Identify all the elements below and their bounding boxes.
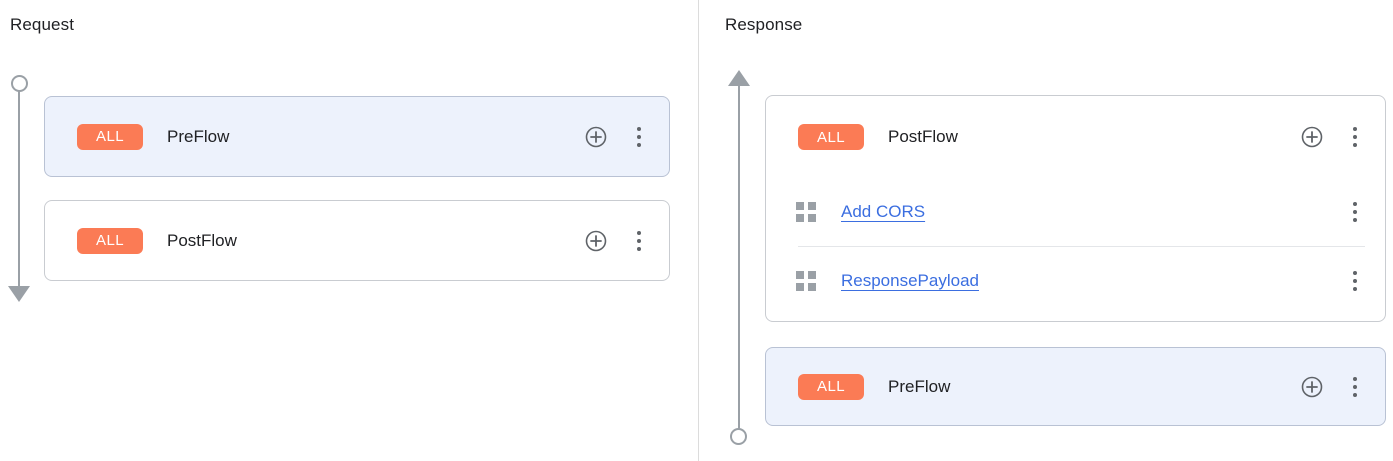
kebab-dot [1353,384,1357,389]
response-panel: Response ALL PostFlow [699,0,1393,461]
grid-square [796,214,804,222]
arrow-up-icon [728,70,750,86]
kebab-dot [1353,127,1357,131]
arrow-down-icon [8,286,30,302]
flow-header-row[interactable]: ALL PreFlow [766,348,1385,425]
flow-card-request-preflow[interactable]: ALL PreFlow [44,96,670,177]
kebab-dot [1353,143,1357,147]
status-badge: ALL [77,123,143,150]
flow-card-response-preflow[interactable]: ALL PreFlow [765,347,1386,426]
rail-line [18,90,20,290]
kebab-dot [1353,210,1357,214]
more-vert-icon[interactable] [1345,126,1365,148]
flow-header-row[interactable]: ALL PostFlow [45,201,669,280]
grid-square [808,214,816,222]
grid-square [796,271,804,279]
kebab-dot [1353,218,1357,222]
kebab-dot [637,142,641,147]
kebab-dot [1353,287,1357,291]
policy-link-add-cors[interactable]: Add CORS [841,202,926,221]
kebab-dot [637,126,641,131]
flow-header-row[interactable]: ALL PreFlow [45,97,669,176]
response-panel-title: Response [725,15,803,34]
rail-line [738,84,740,430]
kebab-dot [1353,376,1357,381]
request-panel: Request ALL PreFlow [8,15,670,302]
policy-row[interactable]: ResponsePayload [766,247,1385,315]
plus-circle-icon[interactable] [1301,126,1323,148]
kebab-dot [1353,279,1357,283]
plus-circle-icon[interactable] [585,126,607,148]
flow-card-response-postflow[interactable]: ALL PostFlow [765,95,1386,322]
flow-card-request-postflow[interactable]: ALL PostFlow [44,200,670,281]
flow-name-label: PostFlow [167,230,237,250]
grid-drag-handle-icon[interactable] [796,271,816,291]
kebab-dot [637,134,641,139]
kebab-dot [637,238,641,243]
kebab-dot [1353,392,1357,397]
plus-circle-icon[interactable] [1301,376,1323,398]
grid-drag-handle-icon[interactable] [796,202,816,222]
status-badge: ALL [77,227,143,254]
grid-square [796,283,804,291]
flow-header-row[interactable]: ALL PostFlow [766,96,1385,178]
more-vert-icon[interactable] [629,126,649,148]
flow-name-label: PreFlow [888,376,951,396]
row-divider [798,246,1365,247]
grid-square [796,202,804,210]
more-vert-icon[interactable] [629,230,649,252]
more-vert-icon[interactable] [1345,201,1365,223]
kebab-dot [1353,271,1357,275]
more-vert-icon[interactable] [1345,270,1365,292]
flow-name-label: PostFlow [888,127,958,146]
circle-node-icon [730,428,747,445]
request-panel-title: Request [10,15,75,34]
plus-circle-icon[interactable] [585,230,607,252]
panel-divider [698,0,699,461]
kebab-dot [637,246,641,251]
grid-square [808,283,816,291]
grid-square [808,271,816,279]
kebab-dot [1353,135,1357,139]
status-badge: ALL [798,124,864,150]
kebab-dot [637,230,641,235]
more-vert-icon[interactable] [1345,376,1365,398]
grid-square [808,202,816,210]
status-badge: ALL [798,373,864,400]
flow-name-label: PreFlow [167,126,230,146]
policy-link-response-payload[interactable]: ResponsePayload [841,271,979,290]
policy-row[interactable]: Add CORS [766,178,1385,246]
kebab-dot [1353,202,1357,206]
